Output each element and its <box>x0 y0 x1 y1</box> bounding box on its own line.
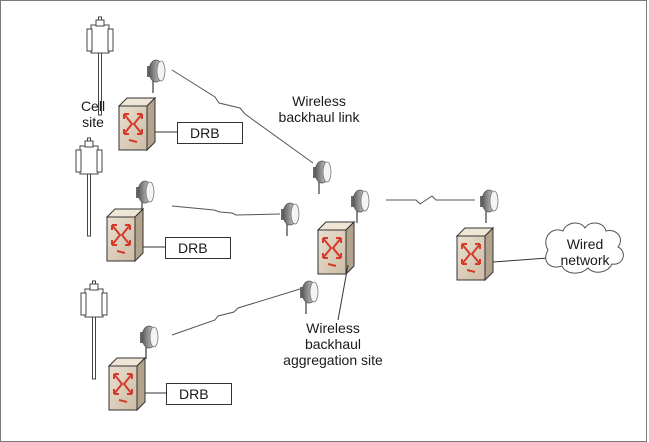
drb-box: DRB <box>177 122 243 144</box>
aggregation-site-label: Wireless backhaul aggregation site <box>283 320 383 368</box>
router-switch-icon <box>106 208 144 262</box>
drb-box: DRB <box>165 237 231 259</box>
cell-site-label: Cell site <box>80 98 106 130</box>
cell-tower-icon <box>80 280 108 380</box>
drb-box: DRB <box>166 383 232 405</box>
router-switch-icon <box>456 227 494 281</box>
microwave-dish-icon <box>280 202 300 237</box>
router-switch-icon <box>118 97 156 151</box>
router-switch-icon <box>108 357 146 411</box>
router-switch-icon <box>317 221 355 275</box>
microwave-dish-icon <box>299 280 319 315</box>
zigzag-link-icon <box>171 69 475 336</box>
microwave-dish-icon <box>312 160 332 195</box>
microwave-dish-icon <box>479 189 499 224</box>
cloud-icon <box>545 222 624 274</box>
cell-tower-icon <box>75 137 103 237</box>
microwave-dish-icon <box>350 189 370 224</box>
microwave-dish-icon <box>146 59 166 94</box>
microwave-dish-icon <box>139 325 159 360</box>
wired-network-label: Wired network <box>560 236 610 268</box>
wireless-backhaul-link-label: Wireless backhaul link <box>278 93 360 125</box>
